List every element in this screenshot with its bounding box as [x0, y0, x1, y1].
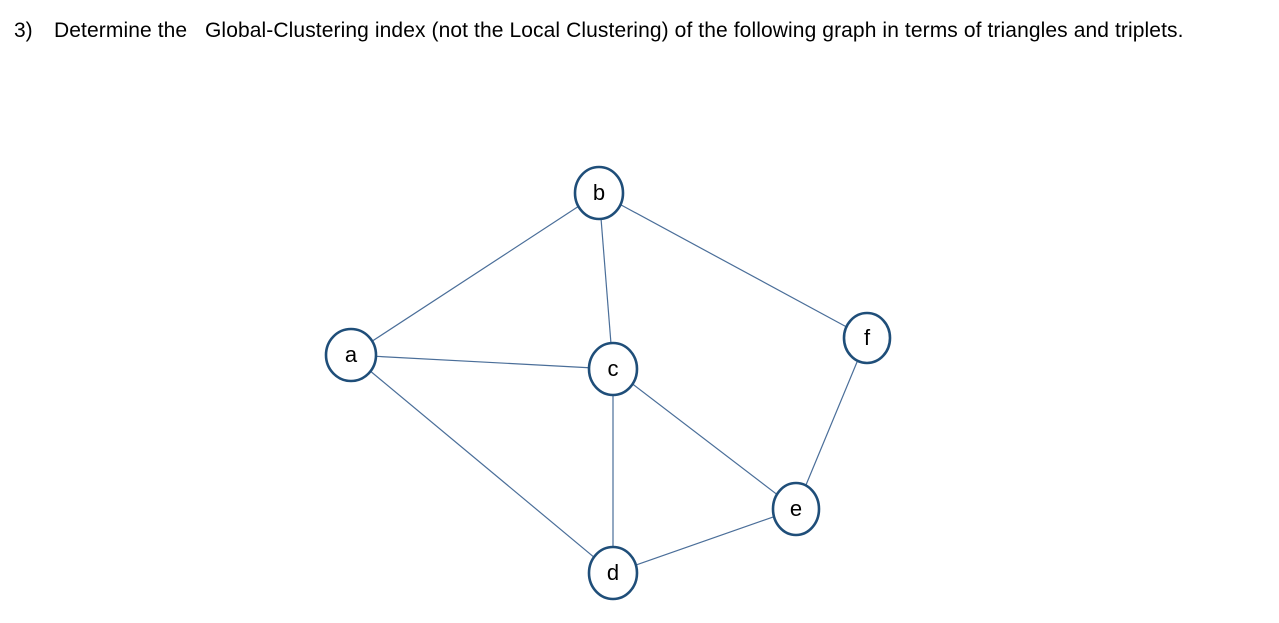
graph-node-circle-c: [587, 341, 639, 397]
graph-edge-b-f: [620, 204, 847, 328]
graph-node-circle-a: [324, 327, 378, 383]
graph-node-label-f: f: [864, 325, 871, 350]
graph-node-circle-f: [842, 311, 892, 365]
graph-edge-b-c: [600, 218, 612, 344]
graph-node-label-e: e: [790, 496, 802, 521]
question-block: 3) Determine the Global-Clustering index…: [0, 12, 1279, 50]
graph-node-c: c: [587, 341, 639, 397]
graph-node-label-c: c: [608, 356, 619, 381]
question-row: 3) Determine the Global-Clustering index…: [0, 12, 1279, 50]
graph-edge-a-b: [371, 205, 579, 342]
graph-node-a: a: [324, 327, 378, 383]
graph-edge-e-f: [805, 360, 859, 486]
question-number: 3): [14, 19, 33, 42]
graph-node-d: d: [587, 545, 639, 601]
graph-edge-d-e: [635, 516, 775, 566]
edge-layer: [370, 204, 859, 566]
graph-edge-a-c: [375, 355, 590, 369]
graph-node-label-a: a: [345, 342, 358, 367]
graph-node-circle-d: [587, 545, 639, 601]
graph-node-f: f: [842, 311, 892, 365]
graph-edge-c-e: [632, 383, 778, 495]
node-layer: a b c d e f: [324, 165, 892, 601]
graph-node-b: b: [573, 165, 625, 221]
graph-node-label-d: d: [607, 560, 619, 585]
graph-node-circle-e: [771, 481, 821, 537]
question-text: Determine the Global-Clustering index (n…: [54, 19, 1184, 42]
graph-node-label-b: b: [593, 180, 605, 205]
graph-node-e: e: [771, 481, 821, 537]
graph-node-circle-b: [573, 165, 625, 221]
graph-edge-a-d: [370, 370, 595, 558]
